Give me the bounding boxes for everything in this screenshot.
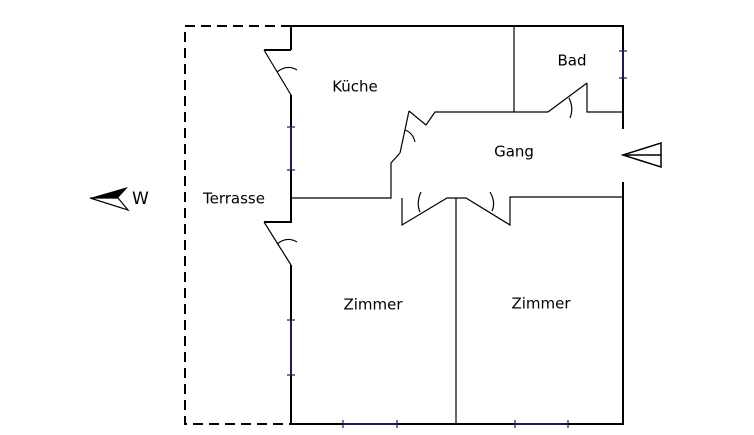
entrance-arrow-icon (620, 141, 662, 169)
left-wall-middle (264, 95, 292, 223)
compass-label: W (132, 189, 149, 209)
kitchen-hall-wall-lower (291, 152, 401, 199)
room-label-bath: Bad (557, 52, 586, 70)
bath-hall-wall (586, 83, 623, 113)
room-label-kitchen: Küche (332, 78, 378, 96)
kitchen-hall-wall (408, 110, 548, 126)
terrace-outline (184, 25, 291, 425)
kitchen-door (399, 110, 410, 154)
room-label-left-room: Zimmer (343, 296, 403, 314)
right-wall-lower (290, 182, 624, 425)
west-arrow-icon (89, 187, 130, 212)
door-swing-icon (417, 191, 422, 213)
kitchen-terrace-door (263, 49, 292, 96)
door-swing-icon (568, 97, 573, 119)
room-hall-wall-right (457, 196, 623, 227)
door-swing-icon (489, 191, 495, 212)
room-label-terrace: Terrasse (202, 190, 265, 208)
windows (287, 50, 627, 428)
door-swing-icon (276, 66, 298, 73)
door-swing-icon (276, 238, 298, 245)
room-label-hall: Gang (494, 143, 534, 161)
door-swing-icon (404, 129, 416, 143)
room-label-right-room: Zimmer (511, 295, 571, 313)
room-hall-wall-left (401, 197, 457, 227)
bath-door (547, 82, 588, 113)
